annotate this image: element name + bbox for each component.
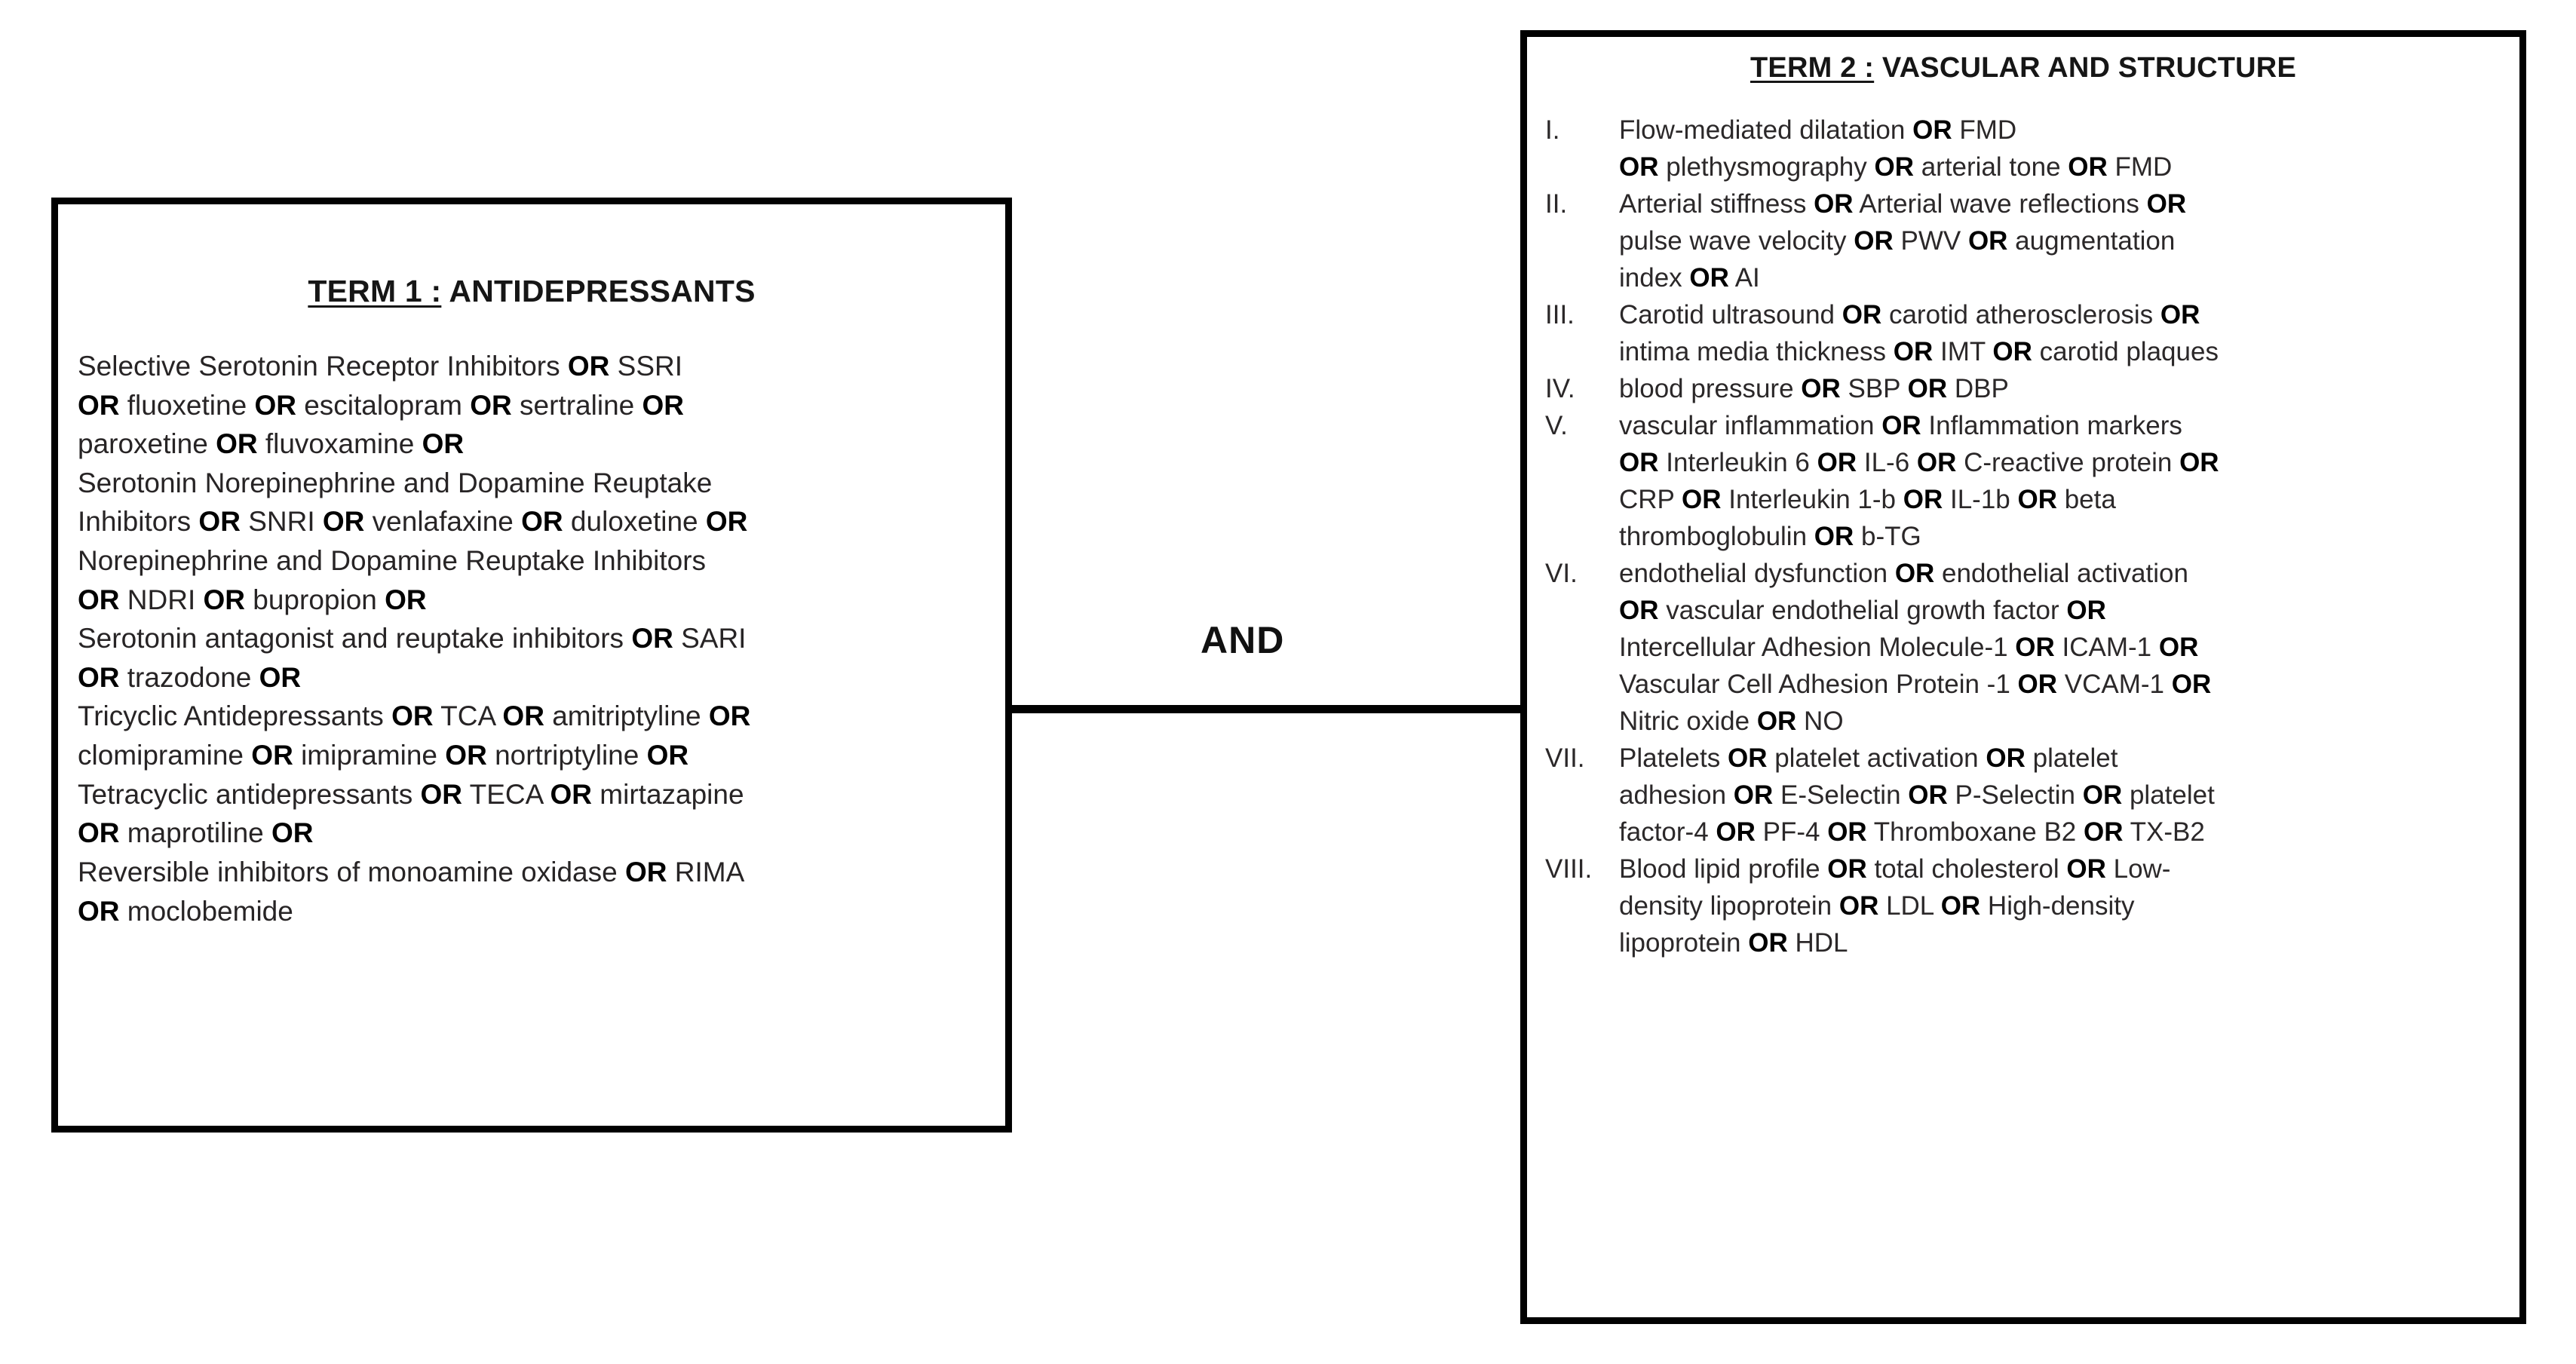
term2-line: CRP OR Interleukin 1-b OR IL-1b OR beta bbox=[1619, 485, 2116, 514]
term2-line: intima media thickness OR IMT OR carotid… bbox=[1619, 337, 2219, 366]
roman-numeral: II. bbox=[1545, 189, 1568, 219]
roman-numeral: IV. bbox=[1545, 374, 1575, 403]
term1-line: Serotonin Norepinephrine and Dopamine Re… bbox=[78, 467, 713, 498]
term1-line: clomipramine OR imipramine OR nortriptyl… bbox=[78, 740, 689, 771]
term2-line: adhesion OR E-Selectin OR P-Selectin OR … bbox=[1619, 780, 2215, 810]
term2-box: TERM 2 : VASCULAR AND STRUCTURE I. Flow-m… bbox=[1520, 30, 2526, 1324]
roman-numeral: I. bbox=[1545, 115, 1560, 145]
term1-keyword-list: Selective Serotonin Receptor Inhibitors … bbox=[58, 347, 1005, 930]
term1-line: Norepinephrine and Dopamine Reuptake Inh… bbox=[78, 545, 707, 577]
term2-list-item: I. Flow-mediated dilatation OR FMD OR plet… bbox=[1541, 112, 2509, 185]
term2-title-label: TERM 2 : bbox=[1750, 52, 1875, 84]
term2-list-item: VII. Platelets OR platelet activation OR … bbox=[1541, 740, 2509, 851]
term2-list-item: VIII. Blood lipid profile OR total choles… bbox=[1541, 851, 2509, 961]
term2-item-body: Flow-mediated dilatation OR FMD OR plethy… bbox=[1619, 112, 2509, 185]
term1-line: Reversible inhibitors of monoamine oxida… bbox=[78, 856, 745, 887]
term1-line: Inhibitors OR SNRI OR venlafaxine OR dul… bbox=[78, 506, 748, 538]
term2-line: lipoprotein OR HDL bbox=[1619, 928, 1848, 958]
term2-line: Nitric oxide OR NO bbox=[1619, 707, 1844, 736]
term2-item-body: Carotid ultrasound OR carotid atheroscle… bbox=[1619, 296, 2509, 370]
term1-line: OR fluoxetine OR escitalopram OR sertral… bbox=[78, 389, 684, 421]
term1-line: OR trazodone OR bbox=[78, 661, 302, 693]
term2-roman-list: I. Flow-mediated dilatation OR FMD OR plet… bbox=[1527, 112, 2519, 961]
term2-item-body: endothelial dysfunction OR endothelial a… bbox=[1619, 555, 2509, 740]
term2-item-body: Arterial stiffness OR Arterial wave refl… bbox=[1619, 185, 2509, 296]
term1-line: OR NDRI OR bupropion OR bbox=[78, 584, 427, 615]
term2-line: Vascular Cell Adhesion Protein -1 OR VCA… bbox=[1619, 670, 2212, 699]
term1-box: TERM 1 : ANTIDEPRESSANTS Selective Serot… bbox=[51, 198, 1012, 1133]
and-operator-label: AND bbox=[1201, 619, 1285, 661]
roman-numeral: III. bbox=[1545, 300, 1575, 330]
term2-line: pulse wave velocity OR PWV OR augmentati… bbox=[1619, 226, 2176, 256]
term2-list-item: V. vascular inflammation OR Inflammation … bbox=[1541, 407, 2509, 555]
roman-numeral: VI. bbox=[1545, 559, 1578, 588]
term2-line: vascular inflammation OR Inflammation ma… bbox=[1619, 411, 2182, 440]
term1-line: Serotonin antagonist and reuptake inhibi… bbox=[78, 623, 747, 654]
term2-line: Flow-mediated dilatation OR FMD bbox=[1619, 115, 2017, 145]
term2-line: Carotid ultrasound OR carotid atheroscle… bbox=[1619, 300, 2200, 330]
term1-line: Tetracyclic antidepressants OR TECA OR m… bbox=[78, 778, 744, 810]
term1-title-label: TERM 1 : bbox=[308, 274, 442, 308]
term2-list-item: IV. blood pressure OR SBP OR DBP bbox=[1541, 370, 2509, 407]
term2-item-body: blood pressure OR SBP OR DBP bbox=[1619, 370, 2509, 407]
term2-line: Arterial stiffness OR Arterial wave refl… bbox=[1619, 189, 2187, 219]
roman-numeral: VII. bbox=[1545, 743, 1585, 773]
connector-line bbox=[1007, 705, 1525, 713]
term2-line: Platelets OR platelet activation OR plat… bbox=[1619, 743, 2118, 773]
term2-item-body: Blood lipid profile OR total cholesterol… bbox=[1619, 851, 2509, 961]
term2-line: OR vascular endothelial growth factor OR bbox=[1619, 596, 2106, 625]
term1-title-value: ANTIDEPRESSANTS bbox=[441, 274, 756, 308]
term1-line: Selective Serotonin Receptor Inhibitors … bbox=[78, 351, 683, 382]
term2-line: Blood lipid profile OR total cholesterol… bbox=[1619, 854, 2171, 884]
term2-item-body: Platelets OR platelet activation OR plat… bbox=[1619, 740, 2509, 851]
term2-line: factor-4 OR PF-4 OR Thromboxane B2 OR TX… bbox=[1619, 817, 2205, 847]
term1-line: OR moclobemide bbox=[78, 895, 293, 927]
term2-list-item: II. Arterial stiffness OR Arterial wave r… bbox=[1541, 185, 2509, 296]
term2-item-body: vascular inflammation OR Inflammation ma… bbox=[1619, 407, 2509, 555]
term2-list-item: VI. endothelial dysfunction OR endothelia… bbox=[1541, 555, 2509, 740]
term2-line: OR Interleukin 6 OR IL-6 OR C-reactive p… bbox=[1619, 448, 2219, 477]
term2-line: endothelial dysfunction OR endothelial a… bbox=[1619, 559, 2188, 588]
term2-line: index OR AI bbox=[1619, 263, 1760, 293]
term2-line: blood pressure OR SBP OR DBP bbox=[1619, 374, 2009, 403]
roman-numeral: VIII. bbox=[1545, 854, 1593, 884]
term2-list-item: III. Carotid ultrasound OR carotid athero… bbox=[1541, 296, 2509, 370]
term1-line: paroxetine OR fluvoxamine OR bbox=[78, 428, 465, 460]
term2-title-value: VASCULAR AND STRUCTURE bbox=[1874, 52, 2296, 84]
term1-title: TERM 1 : ANTIDEPRESSANTS bbox=[58, 274, 1005, 309]
term2-line: OR plethysmography OR arterial tone OR F… bbox=[1619, 152, 2173, 182]
term2-line: density lipoprotein OR LDL OR High-densi… bbox=[1619, 891, 2135, 921]
roman-numeral: V. bbox=[1545, 411, 1568, 440]
term2-title: TERM 2 : VASCULAR AND STRUCTURE bbox=[1527, 52, 2519, 84]
term2-line: Intercellular Adhesion Molecule-1 OR ICA… bbox=[1619, 633, 2199, 662]
term1-line: OR maprotiline OR bbox=[78, 817, 314, 849]
term1-line: Tricyclic Antidepressants OR TCA OR amit… bbox=[78, 700, 751, 732]
term2-line: thromboglobulin OR b-TG bbox=[1619, 522, 1921, 551]
